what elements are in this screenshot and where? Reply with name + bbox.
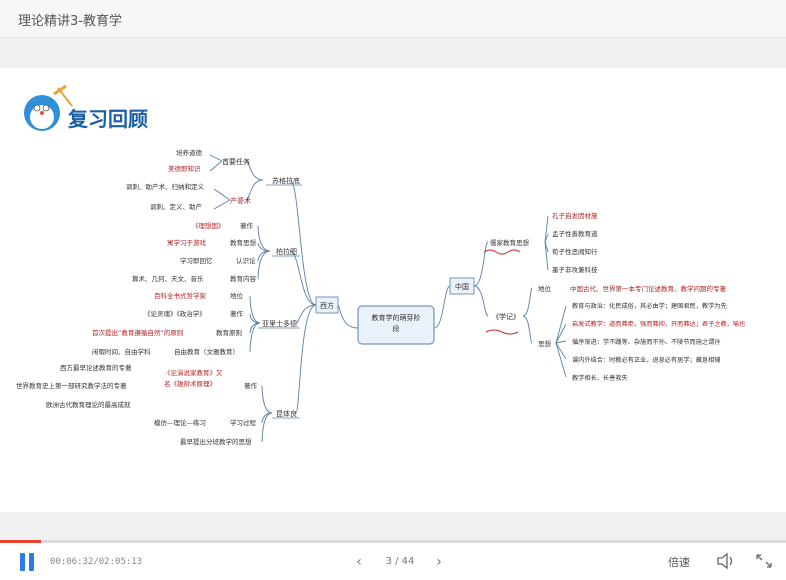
aristotle-left-1: 《论灵魂》《政治学》 (144, 309, 206, 318)
confucian-item-0: 孔子启发因材施 (552, 211, 598, 220)
fullscreen-icon[interactable] (754, 552, 774, 570)
task-item-1: 美德即知识 (168, 164, 201, 173)
aristotle-right-1: 著作 (230, 309, 244, 318)
bottom-band (0, 512, 786, 540)
plato-left-3: 算术、几何、天文、音乐 (132, 274, 204, 283)
mascot-logo-icon (24, 86, 72, 131)
plato-left-1: 寓学习于游戏 (167, 238, 207, 247)
xueji-status: 中国古代、世界第一本专门论述教育、教学问题的专著 (570, 284, 727, 293)
quintilian-works-1: 名《雄辩术原理》 (164, 379, 216, 388)
chevron-right-icon[interactable]: › (432, 553, 446, 571)
xueji-thought-label: 思想 (538, 339, 552, 348)
plato-right-0: 著作 (240, 221, 254, 230)
mind-map: 复习回顾 教育学的萌芽阶 段 (0, 68, 786, 512)
pause-icon (29, 553, 34, 571)
chevron-left-icon[interactable]: ‹ (352, 553, 366, 571)
node-plato: 柏拉图 (276, 247, 297, 256)
time-display: 00:06:32/02:05:13 (50, 557, 142, 567)
svg-text:段: 段 (393, 324, 400, 333)
svg-text:中国: 中国 (455, 282, 469, 291)
center-node[interactable]: 教育学的萌芽阶 段 (358, 306, 434, 344)
confucian-item-2: 荀子性恶闻知行 (552, 247, 598, 256)
quintilian-learning: 模仿—理论—练习 (154, 418, 206, 427)
node-task-label: 首要任务 (222, 157, 250, 166)
player-controls: 00:06:32/02:05:13 ‹ 3 / 44 › 倍速 (0, 543, 786, 580)
svg-text:教育学的萌芽阶: 教育学的萌芽阶 (372, 313, 421, 322)
aristotle-right-3: 自由教育（文雅教育） (174, 347, 239, 356)
plato-right-1: 教育思想 (230, 238, 257, 247)
quintilian-works-0: 《论演说家教育》又 (164, 368, 223, 377)
plato-right-2: 认识论 (236, 256, 256, 265)
node-aristotle: 亚里士多德 (262, 319, 297, 328)
quintilian-last: 最早提出分班教学的思想 (180, 437, 252, 446)
thought-item-3: 课内外结合：时教必有正业，退息必有居学；藏息相辅 (572, 356, 721, 364)
aristotle-left-0: 百科全书式哲学家 (154, 291, 207, 300)
plato-right-3: 教育内容 (230, 274, 257, 283)
thought-item-4: 教学相长、长善救失 (572, 374, 628, 382)
node-east[interactable]: 中国 (450, 278, 474, 294)
confucian-item-3: 墨子非攻兼科技 (552, 265, 598, 274)
thought-item-1: 启发式教学：道而弗牵，强而弗抑，开而弗达；君子之教，喻也 (572, 320, 745, 328)
method-item-0: 讽刺、助产术、归纳和定义 (126, 182, 205, 191)
pause-icon (20, 553, 25, 571)
speed-button[interactable]: 倍速 (668, 554, 690, 570)
quintilian-note-2: 欧洲古代教育理论的最高成就 (46, 400, 131, 409)
svg-text:西方: 西方 (320, 301, 334, 310)
slide-pager: ‹ 3 / 44 › (352, 553, 448, 571)
node-quintilian: 昆体良 (276, 409, 297, 418)
aristotle-right-2: 教育原则 (216, 328, 242, 337)
top-band (0, 38, 786, 68)
quintilian-note-1: 世界教育史上第一部研究教学法的专著 (16, 381, 127, 390)
node-socrates: 苏格拉底 (272, 176, 300, 185)
title-bar: 理论精讲3-教育学 (0, 0, 786, 38)
node-confucian: 儒家教育思想 (490, 238, 530, 247)
node-method-label: 产婆术 (230, 196, 251, 205)
thought-item-2: 循序渐进：学不躐等、杂施而不孙、不陵节而施之谓孙 (572, 338, 721, 346)
quintilian-learning-label: 学习过程 (230, 418, 257, 427)
slide-canvas: 复习回顾 教育学的萌芽阶 段 (0, 68, 786, 512)
plato-left-0: 《理想国》 (192, 221, 225, 230)
aristotle-left-2: 首次提出“教育遵循自然”的原则 (92, 328, 183, 337)
quintilian-works-label: 著作 (244, 381, 258, 390)
node-west[interactable]: 西方 (316, 297, 338, 313)
pause-button[interactable] (18, 553, 36, 571)
method-item-1: 讽刺、定义、助产 (150, 202, 203, 211)
slide-heading: 复习回顾 (67, 107, 148, 131)
quintilian-note-0: 西方最早论述教育的专著 (60, 363, 132, 372)
node-xueji: 《学记》 (492, 312, 520, 321)
aristotle-left-3: 闲暇时间、自由学科 (92, 347, 151, 356)
connector-lines (210, 155, 566, 442)
task-item-0: 培养道德 (176, 148, 203, 157)
speaker-icon[interactable] (716, 552, 736, 570)
xueji-status-label: 地位 (538, 284, 552, 293)
plato-left-2: 学习即回忆 (180, 256, 213, 265)
thought-item-0: 教育与政治：化民成俗，其必由学；建国君民，教学为先 (572, 302, 727, 310)
aristotle-right-0: 地位 (230, 291, 244, 300)
confucian-item-1: 孟子性善教育道 (552, 229, 598, 238)
page-indicator: 3 / 44 (378, 556, 422, 567)
window-title: 理论精讲3-教育学 (18, 10, 122, 29)
